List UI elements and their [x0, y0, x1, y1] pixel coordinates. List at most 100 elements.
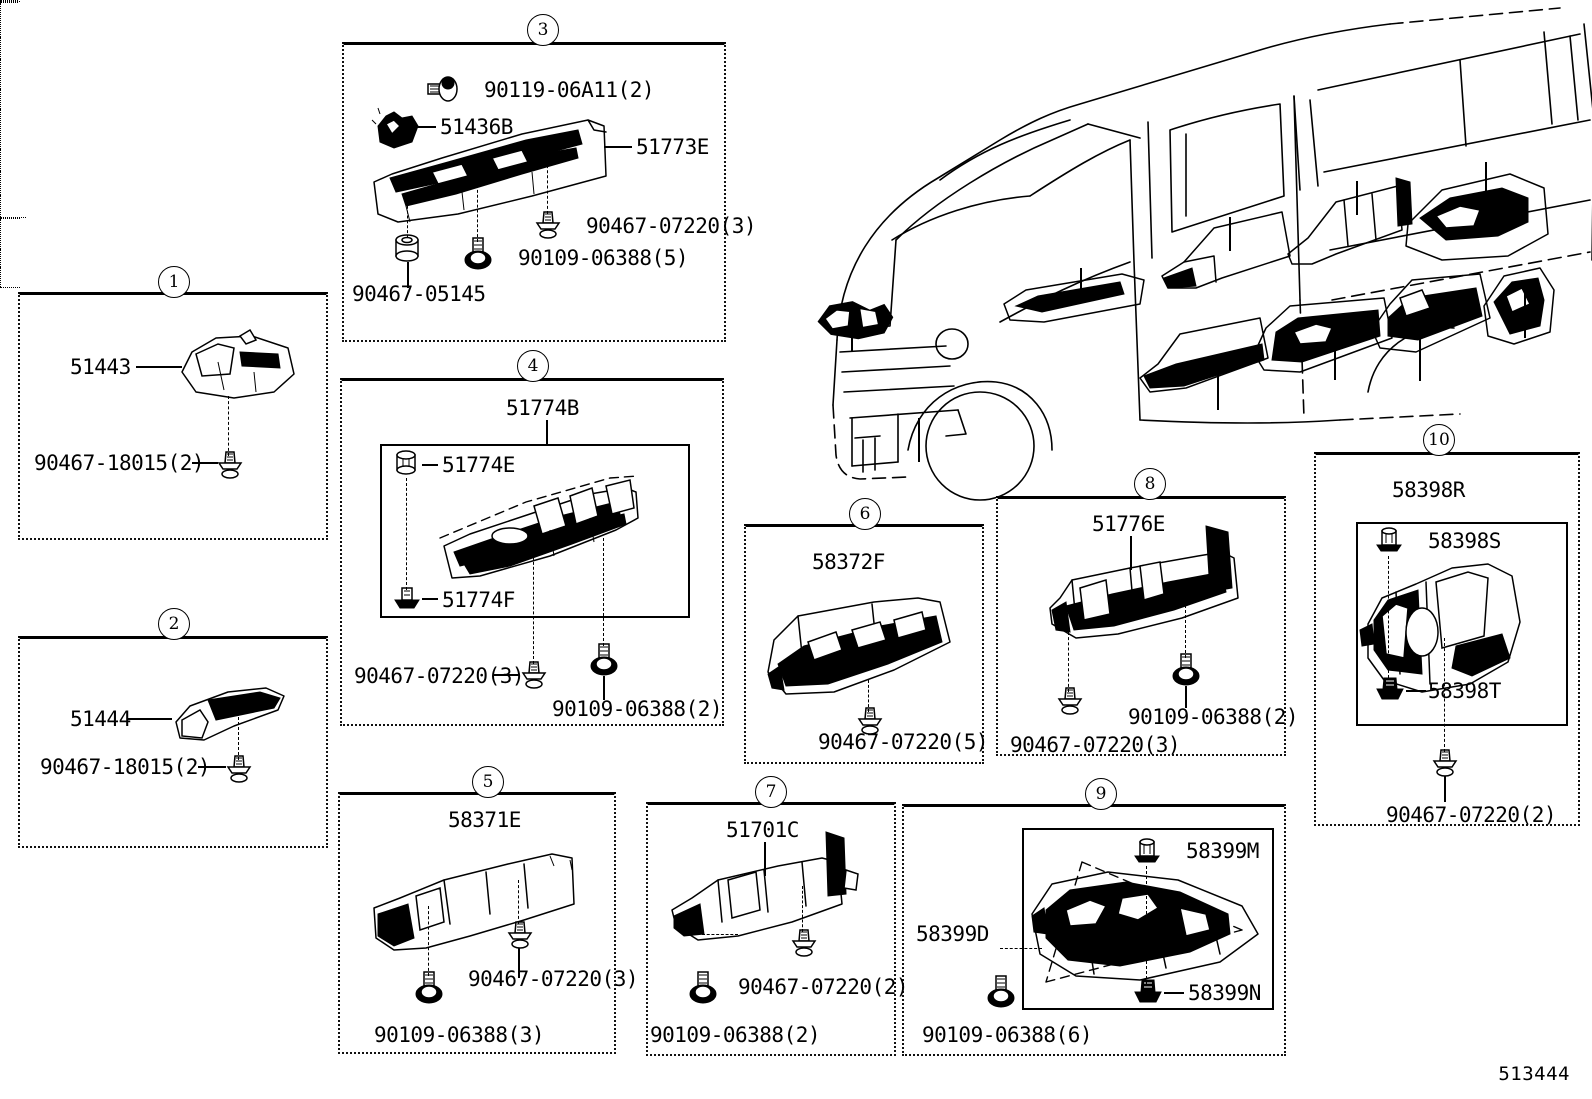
part-label-58398T: 58398T: [1428, 679, 1501, 703]
panel-bubble-5: 5: [472, 766, 504, 798]
part-illustration-51776E: [1049, 525, 1239, 639]
part-label-58399M: 58399M: [1186, 839, 1259, 863]
part-label-90467-07220-p7: 90467-07220(2): [738, 975, 909, 999]
assembly-dash-6: [868, 680, 869, 712]
panel-bubble-4: 4: [517, 350, 549, 382]
part-label-51701C: 51701C: [726, 818, 799, 842]
part-label-51774E: 51774E: [442, 453, 515, 477]
part-label-51774B: 51774B: [506, 396, 579, 420]
part-label-90109-06388-p4: 90109-06388(2): [552, 697, 723, 721]
part-label-90467-07220-p10: 90467-07220(2): [1386, 803, 1557, 827]
assembly-dash-7c: [802, 886, 803, 932]
part-label-90109-06388-p9: 90109-06388(6): [922, 1023, 1093, 1047]
assembly-dash-3a: [547, 160, 548, 214]
part-label-51774F: 51774F: [442, 588, 515, 612]
callout-leader-10: [1524, 290, 1526, 338]
leader-51776E: [1130, 536, 1132, 570]
callout-leader-8: [1419, 318, 1421, 381]
assembly-dash-5a: [428, 906, 429, 976]
callout-leader-1: [851, 322, 853, 352]
bolt-icon: [1172, 653, 1200, 686]
vehicle-illustration: [817, 7, 1592, 501]
leader-58398S: [0, 287, 20, 288]
panel-bubble-1: 1: [158, 266, 190, 298]
leader-90467-07220-p3: [0, 1, 20, 2]
assembly-dash-7a: [702, 934, 738, 935]
clip-icon: [226, 755, 252, 783]
leader-90467-07220-p5: [518, 948, 520, 978]
callout-leader-9: [1485, 162, 1487, 198]
leader-90109-06388-p9: [0, 249, 1, 267]
grommet-icon: [1376, 527, 1402, 552]
part-label-51776E: 51776E: [1092, 512, 1165, 536]
part-label-51436B: 51436B: [440, 115, 513, 139]
leader-90467-07220-p10: [1444, 776, 1446, 802]
leader-90467-07220-p8: [0, 195, 1, 217]
clip-icon: [394, 587, 420, 609]
leader-51773E: [604, 146, 632, 148]
vehicle-underbody-parts: [1003, 173, 1555, 393]
part-label-58399N: 58399N: [1188, 981, 1261, 1005]
leader-90119-06A11: [0, 0, 18, 1]
leader-90109-06388-p7: [0, 149, 1, 171]
part-illustration-51774B: [439, 475, 639, 579]
panel-1[interactable]: [18, 292, 328, 540]
part-illustration-51436B: [371, 107, 419, 149]
part-label-58399D: 58399D: [916, 922, 989, 946]
panel-10-inner-frame: [1356, 522, 1568, 726]
leader-90467-05145: [407, 262, 409, 288]
panel-bubble-8: 8: [1134, 468, 1166, 500]
part-label-90467-18015-p2: 90467-18015(2): [40, 755, 211, 779]
part-label-90467-18015-p1: 90467-18015(2): [34, 451, 205, 475]
clip-icon: [507, 921, 533, 949]
panel-2[interactable]: [18, 636, 328, 848]
assembly-dash-9a: [1146, 866, 1147, 984]
part-label-90467-07220-p5: 90467-07220(3): [468, 967, 639, 991]
part-label-58372F: 58372F: [812, 550, 885, 574]
assembly-dash-8b: [1185, 600, 1186, 658]
leader-90109-06388-p4: [603, 676, 605, 700]
leader-51444: [128, 718, 172, 720]
assembly-dash-10a: [1388, 556, 1389, 678]
part-label-90467-07220-p4: 90467-07220(3): [354, 664, 525, 688]
part-label-90467-07220-p6: 90467-07220(5): [818, 730, 989, 754]
leader-90467-07220-p6: [0, 89, 1, 109]
panel-4-inner-frame: [380, 444, 690, 618]
bolt-icon: [590, 643, 618, 676]
panel-bubble-7: 7: [755, 776, 787, 808]
bolt-icon: [987, 975, 1015, 1008]
assembly-dash-2: [238, 712, 239, 760]
leader-90467-18015-p1: [192, 462, 218, 464]
part-illustration-51773E: [373, 119, 607, 223]
leader-90109-06388-p3: [0, 2, 18, 3]
part-illustration-58372F: [767, 597, 951, 695]
callout-leader-4: [1217, 358, 1219, 410]
leader-51436B: [412, 126, 436, 128]
part-label-90467-07220-p8: 90467-07220(3): [1010, 733, 1181, 757]
part-label-51444: 51444: [70, 707, 131, 731]
part-label-90467-07220-p3: 90467-07220(3): [586, 214, 757, 238]
leader-90467-18015-p2: [198, 766, 226, 768]
bolt-icon: [464, 237, 492, 270]
assembly-dash-7b: [0, 109, 1, 149]
grommet-icon: [396, 450, 416, 475]
leader-58398T: [1406, 690, 1426, 692]
leader-58399N: [1164, 992, 1184, 994]
clip-icon: [1057, 687, 1083, 715]
assembly-dash-3c: [407, 196, 408, 238]
callout-leader-7: [1356, 181, 1358, 215]
bolt-icon: [689, 971, 717, 1004]
panel-8[interactable]: [996, 496, 1286, 756]
leader-90467-07220-p7: [0, 171, 1, 195]
leader-51774F: [422, 598, 438, 600]
leader-51701C: [764, 842, 766, 876]
part-illustration-51444: [175, 687, 285, 741]
callout-leader-6: [1334, 330, 1336, 380]
part-illustration-51443: [181, 328, 295, 399]
leader-58371E: [0, 3, 1, 37]
assembly-dash-9c: [0, 219, 1, 249]
callout-leader-3: [1080, 268, 1082, 298]
bolt-icon: [415, 971, 443, 1004]
part-label-90467-05145: 90467-05145: [352, 282, 486, 306]
